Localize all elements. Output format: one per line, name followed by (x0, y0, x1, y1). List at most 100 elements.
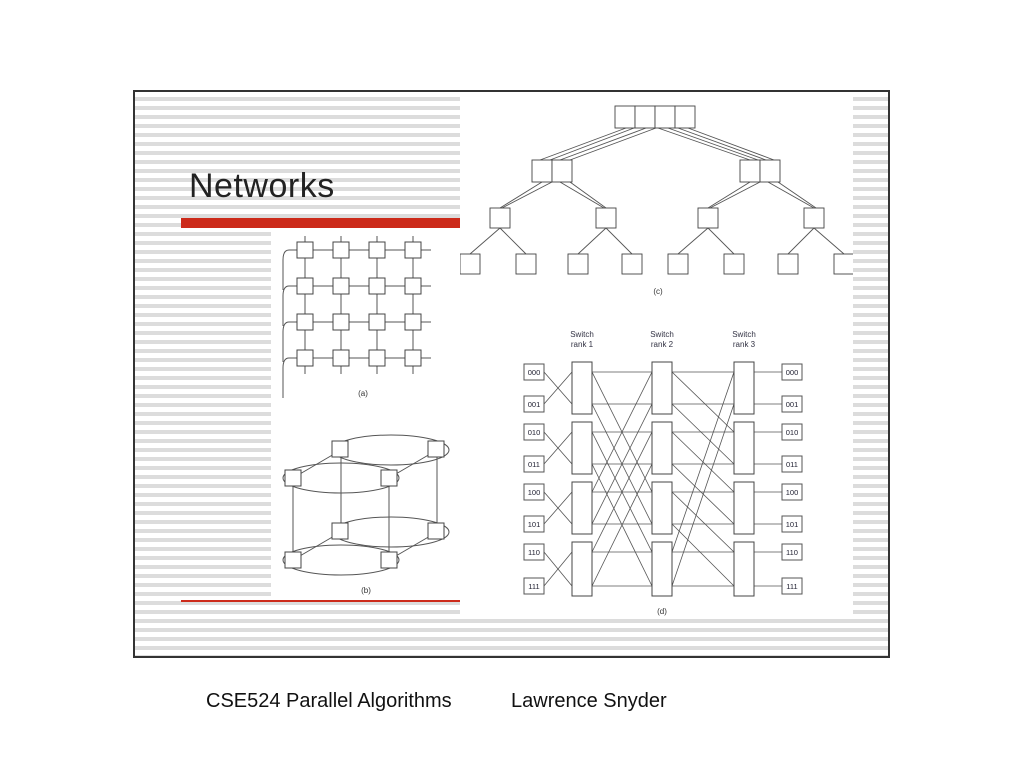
output-node (781, 423, 803, 441)
tree-root-node (654, 105, 676, 129)
tree-node (489, 207, 511, 229)
mesh-node (296, 277, 314, 295)
switch-rank-label: rank 2 (651, 340, 674, 349)
switch-box (571, 361, 593, 415)
switch-box (651, 541, 673, 597)
input-label: 000 (528, 368, 541, 377)
switch-box (651, 481, 673, 535)
mesh-node (332, 349, 350, 367)
input-label: 001 (528, 400, 541, 409)
mesh-node (332, 277, 350, 295)
output-node (781, 395, 803, 413)
switch-box (651, 361, 673, 415)
input-label: 111 (528, 582, 539, 591)
switch-box (733, 361, 755, 415)
switch-rank-label: Switch (732, 330, 756, 339)
input-node (523, 423, 545, 441)
cube-node (284, 469, 302, 487)
mesh-node (332, 313, 350, 331)
tree-leaf (567, 253, 589, 275)
mesh-node (296, 313, 314, 331)
output-node (781, 455, 803, 473)
footer-author: Lawrence Snyder (511, 690, 667, 712)
cube-diagram: (b) (282, 434, 450, 595)
input-node (523, 363, 545, 381)
switch-rank-label: Switch (650, 330, 674, 339)
figure-b-label: (b) (361, 586, 371, 595)
cube-node (380, 469, 398, 487)
switch-rank-label: Switch (570, 330, 594, 339)
mesh-node (404, 277, 422, 295)
cube-node (284, 551, 302, 569)
output-label: 111 (786, 582, 797, 591)
cube-ring (282, 544, 400, 576)
tree-node (595, 207, 617, 229)
tree-leaf (777, 253, 799, 275)
output-label: 011 (786, 460, 798, 469)
cube-node (331, 522, 349, 540)
cube-node (380, 551, 398, 569)
figure-c-label: (c) (653, 287, 663, 296)
switch-box (651, 421, 673, 475)
input-node (523, 577, 545, 595)
fat-tree (459, 105, 855, 275)
slide-title: Networks (189, 167, 335, 205)
tree-leaf (833, 253, 855, 275)
tree-leaf (723, 253, 745, 275)
tree-node (739, 159, 761, 183)
input-node (523, 395, 545, 413)
cube-node (427, 440, 445, 458)
switch-box (571, 421, 593, 475)
cube-node (427, 522, 445, 540)
input-node (523, 543, 545, 561)
tree-node (759, 159, 781, 183)
figure-a-label: (a) (358, 389, 368, 398)
output-label: 100 (786, 488, 799, 497)
output-label: 101 (786, 520, 799, 529)
output-node (781, 363, 803, 381)
output-label: 001 (786, 400, 799, 409)
input-label: 101 (528, 520, 541, 529)
switch-box (733, 541, 755, 597)
switch-box (733, 481, 755, 535)
title-underline (181, 218, 460, 228)
output-node (781, 515, 803, 533)
output-label: 110 (786, 548, 798, 557)
mesh-diagram: (a) (282, 236, 431, 398)
output-label: 010 (786, 428, 799, 437)
tree-leaf (621, 253, 643, 275)
tree-root-node (634, 105, 656, 129)
tree-node (531, 159, 553, 183)
switch-box (733, 421, 755, 475)
figure-d-label: (d) (657, 607, 667, 616)
tree-root-node (614, 105, 636, 129)
output-node (781, 543, 803, 561)
output-node (781, 577, 803, 595)
mesh-node (368, 277, 386, 295)
mesh-node (332, 241, 350, 259)
mesh-node (404, 241, 422, 259)
mesh-node (368, 241, 386, 259)
input-label: 010 (528, 428, 541, 437)
tree-node (697, 207, 719, 229)
bottom-rule (181, 600, 460, 602)
cube-node (331, 440, 349, 458)
input-node (523, 515, 545, 533)
tree-node (551, 159, 573, 183)
input-node (523, 483, 545, 501)
switch-rank-label: rank 3 (733, 340, 756, 349)
footer-course: CSE524 Parallel Algorithms (206, 690, 452, 712)
switch-box (571, 541, 593, 597)
mesh-node (404, 349, 422, 367)
mesh-node (296, 241, 314, 259)
input-label: 100 (528, 488, 541, 497)
output-node (781, 483, 803, 501)
switch-rank-label: rank 1 (571, 340, 594, 349)
tree-leaf (667, 253, 689, 275)
input-label: 011 (528, 460, 540, 469)
output-label: 000 (786, 368, 799, 377)
switch-box (571, 481, 593, 535)
